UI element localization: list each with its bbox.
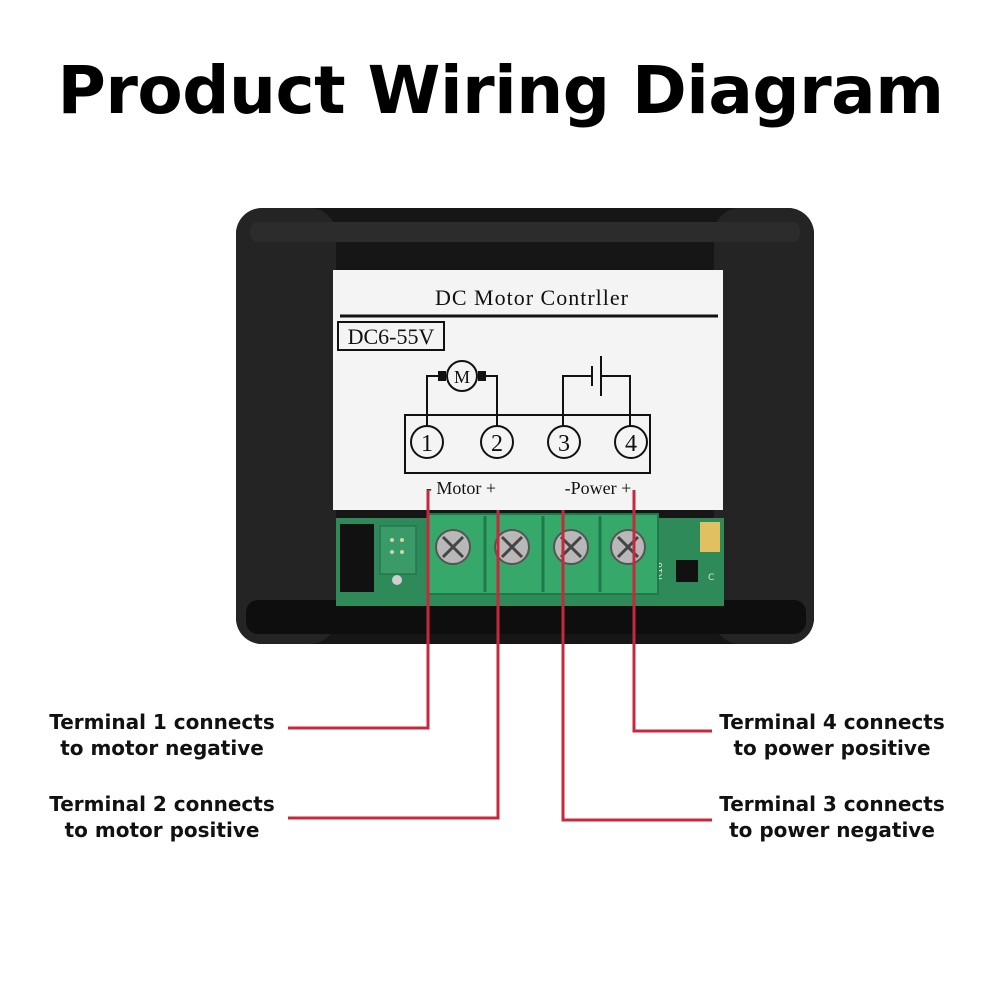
terminal-screw-2 [494, 529, 530, 565]
controller-label: DC Motor Contrller DC6-55V M 1 2 [333, 270, 723, 510]
terminal-number-3: 3 [547, 425, 581, 459]
terminal-screw-1 [435, 529, 471, 565]
wire-terminal-4 [632, 490, 712, 733]
callout-terminal-1: Terminal 1 connects to motor negative [49, 710, 275, 760]
callout-wires [288, 490, 712, 822]
motor-group-label: - Motor + [426, 478, 496, 498]
label-voltage: DC6-55V [348, 324, 435, 349]
svg-text:2: 2 [491, 431, 503, 457]
pcb-mark-c: C [708, 573, 714, 583]
terminal-number-2: 2 [480, 425, 514, 459]
wire-terminal-3 [561, 510, 712, 822]
wire-terminal-2 [288, 510, 500, 820]
terminal-block [427, 513, 659, 595]
svg-text:3: 3 [558, 431, 570, 457]
callout-terminal-4: Terminal 4 connects to power positive [719, 710, 945, 760]
pcb-mark-r16: R16 [655, 562, 665, 580]
svg-text:1: 1 [421, 431, 433, 457]
callout-terminal-3: Terminal 3 connects to power negative [719, 792, 945, 842]
page-title: Product Wiring Diagram [57, 52, 945, 129]
motor-symbol-letter: M [454, 367, 470, 387]
terminal-screw-4 [610, 529, 646, 565]
wire-terminal-1 [288, 490, 430, 730]
label-header: DC Motor Contrller [435, 285, 629, 310]
terminal-number-4: 4 [614, 425, 648, 459]
motor-symbol: M [426, 360, 498, 438]
svg-text:4: 4 [625, 431, 637, 457]
battery-symbol [562, 356, 631, 438]
power-group-label: -Power + [565, 478, 632, 498]
terminal-screw-3 [553, 529, 589, 565]
callout-terminal-2: Terminal 2 connects to motor positive [49, 792, 275, 842]
terminal-number-1: 1 [410, 425, 444, 459]
